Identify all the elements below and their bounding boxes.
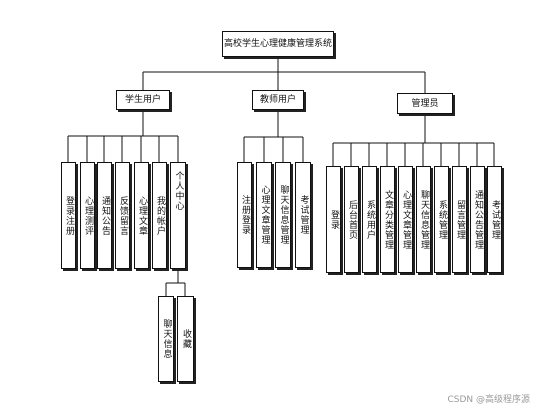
admin-node: 考试管理 bbox=[487, 166, 502, 273]
admin-node: 聊天信息管理 bbox=[416, 166, 431, 273]
role-node-admin: 管理员 bbox=[397, 93, 453, 114]
student-node-personal-center: 个人中心 bbox=[170, 162, 186, 269]
role-node-student: 学生用户 bbox=[116, 90, 170, 110]
role-node-teacher: 教师用户 bbox=[252, 90, 304, 110]
teacher-node: 注册登录 bbox=[237, 162, 252, 268]
student-node: 心理测评 bbox=[80, 162, 95, 269]
admin-node: 系统管理 bbox=[434, 166, 449, 273]
student-node: 登录注册 bbox=[61, 162, 76, 269]
personal-center-node: 聊天信息 bbox=[158, 296, 174, 382]
admin-node: 后台首页 bbox=[344, 166, 359, 273]
student-node: 通知公告 bbox=[97, 162, 112, 269]
admin-node: 登录 bbox=[326, 166, 341, 273]
teacher-node: 心理文章管理 bbox=[256, 162, 272, 268]
teacher-node: 考试管理 bbox=[295, 162, 311, 268]
admin-node: 通知公告管理 bbox=[470, 166, 485, 273]
personal-center-node: 收藏 bbox=[177, 296, 194, 382]
student-node: 我的帐户 bbox=[152, 162, 167, 269]
root-node: 高校学生心理健康管理系统 bbox=[222, 31, 334, 57]
admin-node: 心理文章管理 bbox=[398, 166, 413, 273]
admin-node: 系统用户 bbox=[362, 166, 377, 273]
admin-node: 留言管理 bbox=[452, 166, 467, 273]
student-node: 心理文章 bbox=[134, 162, 149, 269]
student-node: 反馈留言 bbox=[115, 162, 130, 269]
watermark-text: CSDN @高级程序源 bbox=[447, 395, 530, 405]
teacher-node: 聊天信息管理 bbox=[275, 162, 291, 268]
admin-node: 文章分类管理 bbox=[380, 166, 395, 273]
